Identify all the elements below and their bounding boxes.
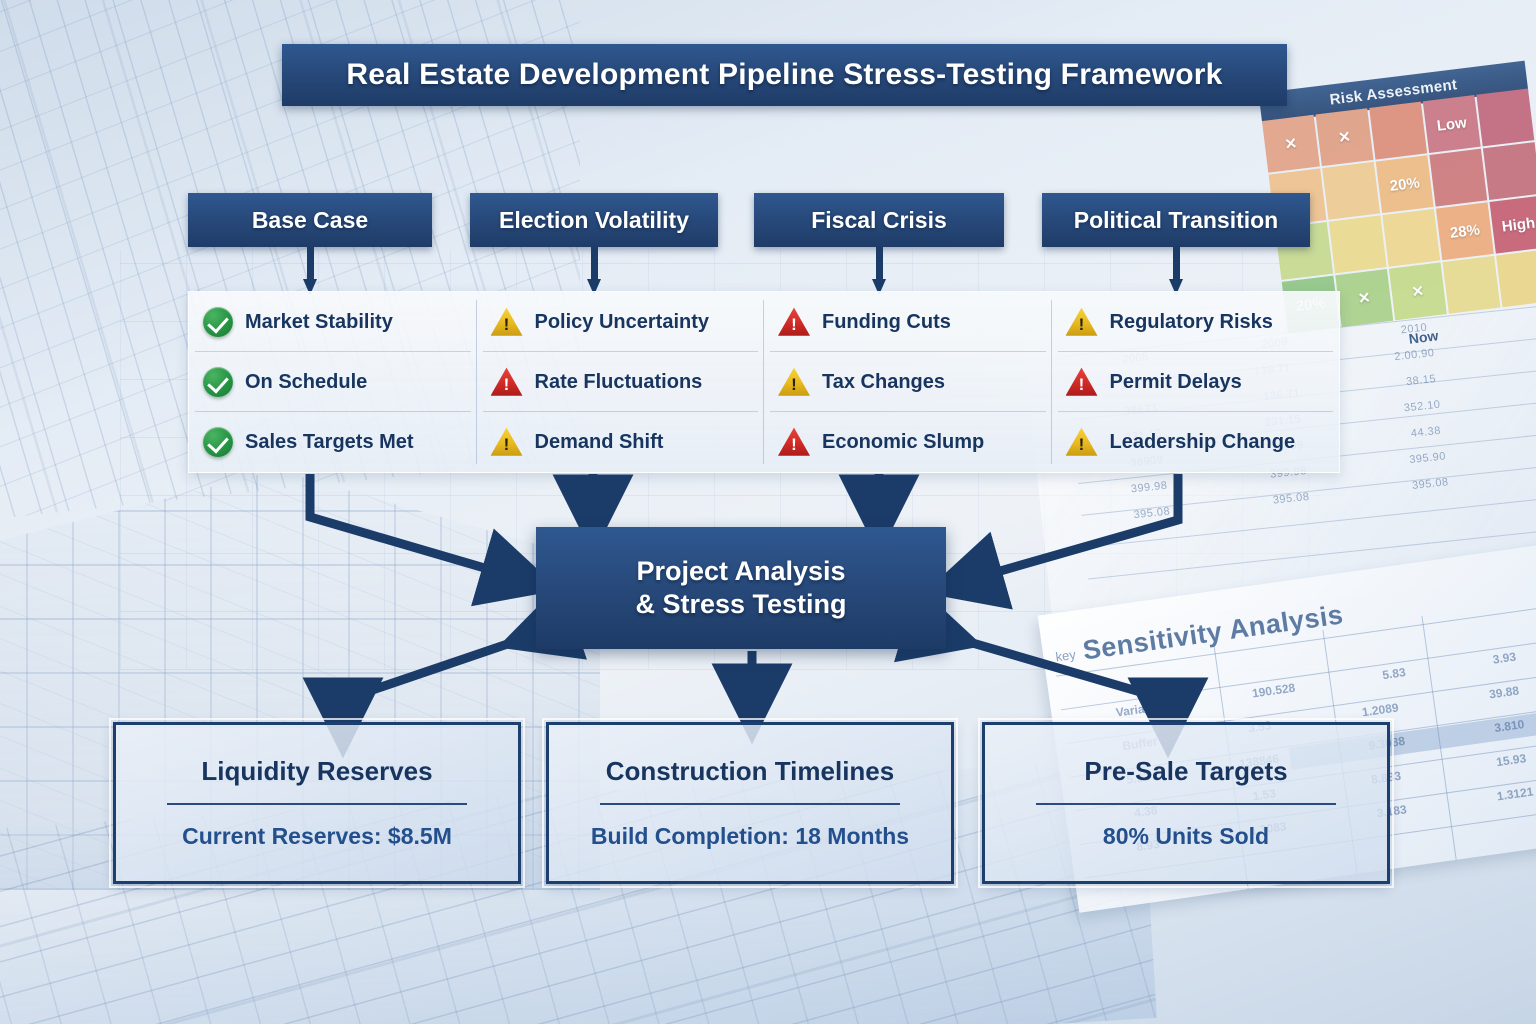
center-node-line2: & Stress Testing	[635, 589, 847, 619]
page-title: Real Estate Development Pipeline Stress-…	[346, 58, 1223, 91]
heatmap-cell-low: Low	[1422, 95, 1481, 153]
scenario-item[interactable]: ! Rate Fluctuations	[477, 352, 765, 412]
scenario-item-label: Tax Changes	[822, 370, 945, 393]
scenario-item[interactable]: On Schedule	[189, 352, 477, 412]
check-icon	[203, 367, 233, 397]
heatmap-cell	[1369, 101, 1428, 160]
arrow-down-political-transition	[1169, 247, 1183, 295]
check-icon	[203, 427, 233, 457]
heatmap-cell: ✕	[1388, 262, 1447, 321]
scenario-header-label: Election Volatility	[499, 206, 689, 233]
heatmap-cell	[1322, 161, 1381, 220]
warning-icon: !	[1065, 307, 1098, 337]
check-icon	[203, 307, 233, 337]
result-card-value: Current Reserves: $8.5M	[182, 823, 452, 849]
scenario-item[interactable]: Market Stability	[189, 292, 477, 352]
result-card-value: Build Completion: 18 Months	[590, 823, 910, 849]
heatmap-cell: ✕	[1261, 114, 1320, 173]
sensitivity-analysis-tag: key	[1054, 646, 1077, 665]
result-card-pre-sale-targets[interactable]: Pre-Sale Targets 80% Units Sold	[978, 718, 1394, 888]
scenario-item-label: Market Stability	[245, 310, 393, 333]
heatmap-cell	[1429, 148, 1488, 207]
scenario-items-panel: Market Stability On Schedule Sales Targe…	[188, 291, 1340, 473]
warning-icon: !	[1065, 427, 1098, 457]
scenario-item[interactable]: ! Permit Delays	[1052, 352, 1340, 412]
heatmap-cell: ✕	[1335, 269, 1394, 327]
heatmap-cell-v1: 20%	[1375, 155, 1434, 214]
scenario-item-label: On Schedule	[245, 370, 368, 393]
scenario-item[interactable]: ! Economic Slump	[764, 412, 1052, 472]
result-card-divider	[166, 803, 468, 805]
heatmap-cell	[1382, 208, 1441, 267]
sensitivity-analysis-title: Sensitivity Analysis	[1080, 599, 1346, 666]
heatmap-cell	[1476, 88, 1535, 147]
warning-icon: !	[778, 367, 810, 397]
result-card-divider	[599, 803, 901, 805]
scenario-header-election-volatility[interactable]: Election Volatility	[470, 193, 718, 247]
scenario-item-label: Permit Delays	[1109, 370, 1242, 393]
diagram-title-banner: Real Estate Development Pipeline Stress-…	[282, 44, 1287, 106]
heatmap-cell	[1328, 215, 1387, 274]
heatmap-cell-high: High	[1489, 195, 1536, 254]
arrow-down-election-volatility	[587, 247, 601, 295]
result-card-title: Pre-Sale Targets	[1084, 756, 1288, 786]
scenario-header-base-case[interactable]: Base Case	[188, 193, 432, 247]
scenario-header-political-transition[interactable]: Political Transition	[1042, 193, 1310, 247]
scenario-item[interactable]: ! Policy Uncertainty	[477, 292, 765, 352]
warning-icon: !	[490, 427, 523, 457]
result-card-liquidity-reserves[interactable]: Liquidity Reserves Current Reserves: $8.…	[109, 718, 525, 888]
scenario-column-political-transition: ! Regulatory Risks ! Permit Delays ! Lea…	[1052, 292, 1340, 472]
scenario-item-label: Leadership Change	[1109, 430, 1296, 453]
warning-icon: !	[490, 307, 523, 337]
scenario-item-label: Regulatory Risks	[1109, 310, 1273, 333]
scenario-item[interactable]: ! Demand Shift	[477, 412, 765, 472]
scenario-item-label: Sales Targets Met	[245, 430, 414, 453]
scenario-column-fiscal-crisis: ! Funding Cuts ! Tax Changes ! Economic …	[764, 292, 1052, 472]
scenario-item-label: Rate Fluctuations	[534, 370, 703, 393]
result-card-title: Construction Timelines	[605, 756, 895, 786]
scenario-header-fiscal-crisis[interactable]: Fiscal Crisis	[754, 193, 1004, 247]
scenario-item-label: Demand Shift	[534, 430, 664, 453]
scenario-item[interactable]: ! Tax Changes	[764, 352, 1052, 412]
heatmap-cell	[1442, 255, 1501, 314]
scenario-column-election-volatility: ! Policy Uncertainty ! Rate Fluctuations…	[477, 292, 765, 472]
scenario-item[interactable]: ! Regulatory Risks	[1052, 292, 1340, 352]
scenario-header-label: Political Transition	[1073, 206, 1279, 233]
scenario-item-label: Economic Slump	[822, 430, 985, 453]
result-card-construction-timelines[interactable]: Construction Timelines Build Completion:…	[542, 718, 958, 888]
center-node-line1: Project Analysis	[636, 556, 846, 587]
scenario-item[interactable]: ! Leadership Change	[1052, 412, 1340, 472]
heatmap-cell	[1482, 142, 1536, 201]
arrow-down-base-case	[303, 247, 317, 295]
alert-icon: !	[778, 427, 810, 457]
alert-icon: !	[1065, 367, 1098, 397]
alert-icon: !	[778, 307, 810, 337]
scenario-column-base-case: Market Stability On Schedule Sales Targe…	[189, 292, 477, 472]
alert-icon: !	[490, 367, 523, 397]
scenario-item-label: Policy Uncertainty	[534, 310, 710, 333]
scenario-item[interactable]: ! Funding Cuts	[764, 292, 1052, 352]
result-card-title: Liquidity Reserves	[201, 756, 433, 786]
result-card-value: 80% Units Sold	[1102, 823, 1270, 849]
scenario-header-label: Fiscal Crisis	[811, 206, 947, 233]
heatmap-cell-v2: 28%	[1435, 202, 1494, 261]
result-card-divider	[1035, 803, 1337, 805]
center-node-project-analysis[interactable]: Project Analysis & Stress Testing	[536, 527, 946, 649]
scenario-item[interactable]: Sales Targets Met	[189, 412, 477, 472]
scenario-header-label: Base Case	[251, 206, 369, 233]
arrow-down-fiscal-crisis	[872, 247, 886, 295]
heatmap-cell: ✕	[1315, 108, 1374, 167]
heatmap-cell	[1496, 249, 1536, 308]
scenario-item-label: Funding Cuts	[822, 310, 951, 333]
